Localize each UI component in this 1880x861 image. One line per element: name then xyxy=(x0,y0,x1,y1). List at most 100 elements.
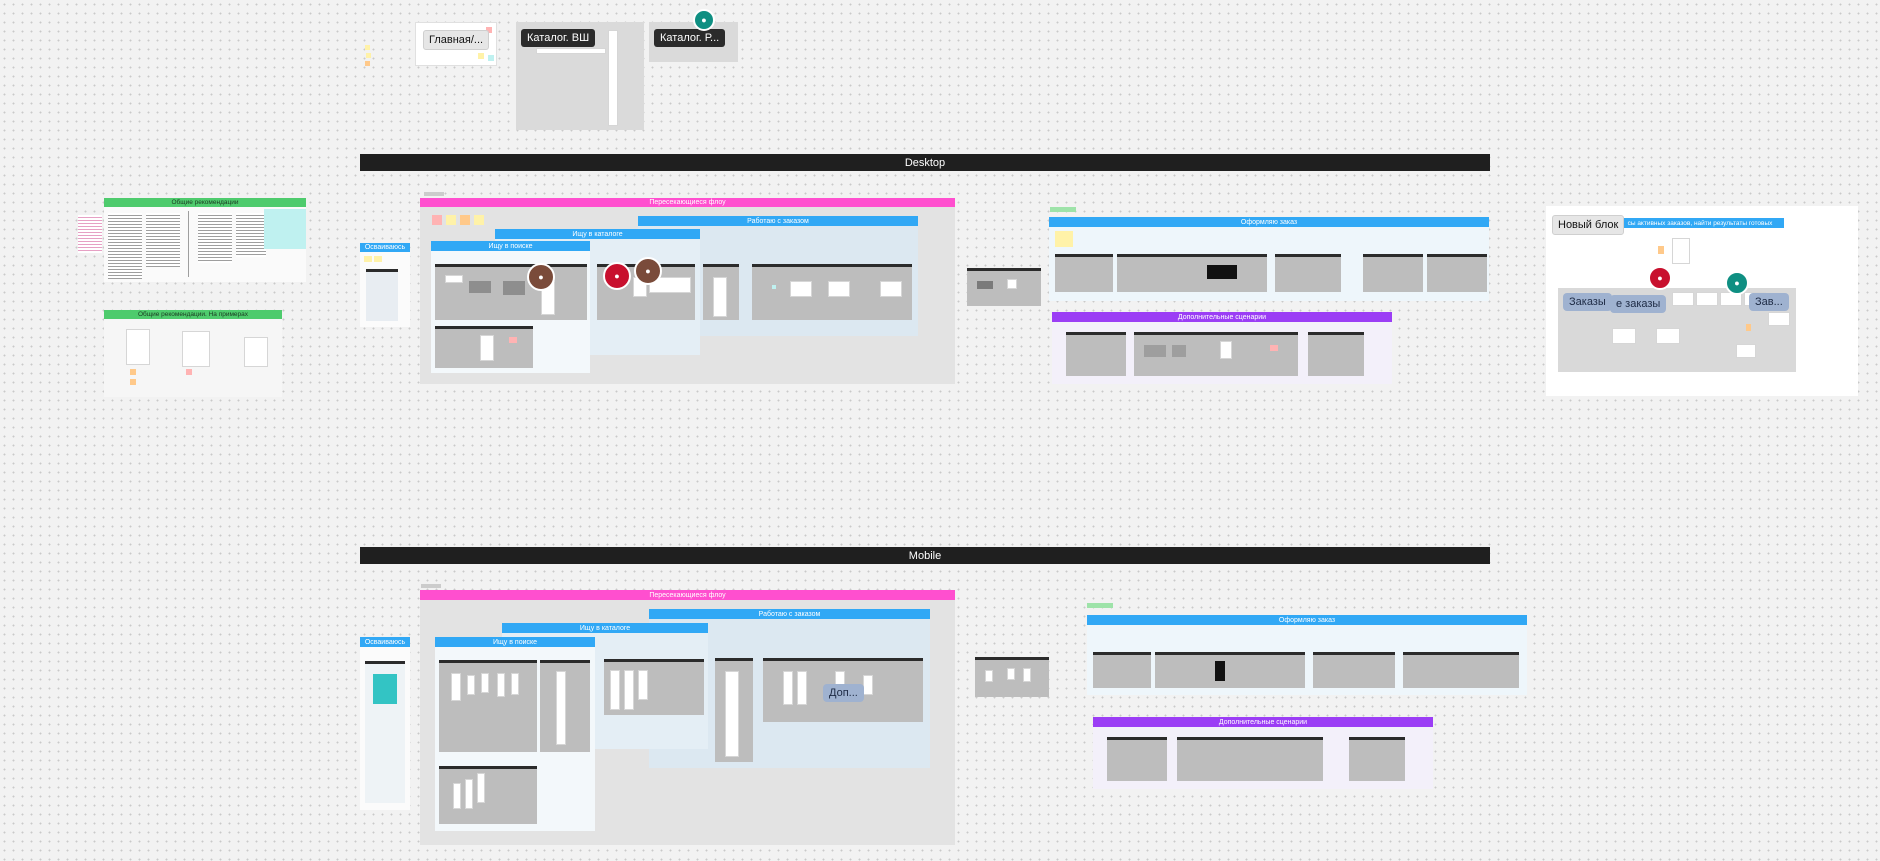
mock-card xyxy=(1656,328,1680,344)
right-block-new-block-label[interactable]: Новый блок xyxy=(1552,215,1625,235)
mock-screen-mobile-transition xyxy=(975,657,1049,697)
mobile-extra-scenarios-panel xyxy=(1093,727,1433,789)
mock-screen-orders-1 xyxy=(703,264,739,320)
mock-screen xyxy=(1427,254,1487,292)
mock-screen xyxy=(1313,652,1395,688)
sticky-note xyxy=(186,369,192,375)
right-block-completed-label[interactable]: Зав... xyxy=(1749,293,1789,311)
sticky-note xyxy=(365,45,370,50)
highlight-note xyxy=(264,209,306,249)
teal-avatar-icon[interactable]: ● xyxy=(693,9,715,31)
top-sticky-stack xyxy=(365,45,373,69)
desktop-section-header: Desktop xyxy=(360,154,1490,171)
group-tag xyxy=(424,192,444,196)
sticky-note xyxy=(1270,345,1278,351)
right-block-orders-label[interactable]: Заказы xyxy=(1563,293,1612,311)
sticky-note xyxy=(478,53,484,59)
mobile-tooltip-label[interactable]: Доп... xyxy=(823,684,864,702)
mock-card xyxy=(1007,279,1017,289)
mock-screen-mobile-search-1 xyxy=(439,660,537,752)
mock-card xyxy=(1007,668,1015,680)
mock-screen xyxy=(1403,652,1519,688)
red-avatar-icon[interactable]: ● xyxy=(1648,266,1672,290)
mock-image xyxy=(373,674,397,704)
mock-card xyxy=(880,281,902,297)
mock-image xyxy=(1144,345,1166,357)
mobile-checkout-panel xyxy=(1087,625,1527,695)
mobile-checkout-header: Оформляю заказ xyxy=(1087,615,1527,625)
recommendations-general-header: Общие рекомендации xyxy=(104,198,306,207)
mock-card xyxy=(453,783,461,809)
sticky-note xyxy=(365,61,370,66)
mock-card xyxy=(511,673,519,695)
mock-card xyxy=(783,671,793,705)
user-avatar-icon[interactable]: ● xyxy=(603,262,631,290)
mock-screen-mobile-catalog-1 xyxy=(604,659,704,715)
doc-thumbnail xyxy=(108,213,142,279)
frame-label-main[interactable]: Главная/... xyxy=(423,30,490,50)
sticky-note xyxy=(1055,231,1073,247)
mock-image xyxy=(1207,265,1237,279)
frame-label-catalog-vsh[interactable]: Каталог. ВШ xyxy=(521,29,596,47)
mock-screen-orders-2 xyxy=(752,264,912,320)
sticky-note xyxy=(374,256,382,262)
sticky-note xyxy=(432,215,442,225)
mock-card xyxy=(1768,312,1790,326)
mock-screen-search-1 xyxy=(435,264,587,320)
mock-phone-screen xyxy=(365,661,405,803)
mock-card xyxy=(497,673,505,697)
user-avatar-icon[interactable]: ● xyxy=(634,257,662,285)
mock-screen-mobile-search-2 xyxy=(540,660,590,752)
mock-card xyxy=(481,673,489,693)
mock-card xyxy=(828,281,850,297)
mock-card xyxy=(649,277,691,293)
mock-image xyxy=(977,281,993,289)
mock-card xyxy=(556,671,566,745)
sticky-note xyxy=(486,27,492,33)
mock-card xyxy=(863,675,873,695)
mock-screen xyxy=(536,48,606,54)
mock-screen-search-2 xyxy=(435,326,533,368)
desktop-getting-used-header: Осваиваюсь xyxy=(360,243,410,252)
recommendations-examples-panel xyxy=(104,319,282,397)
mock-screen xyxy=(366,269,398,321)
mock-screen xyxy=(1363,254,1423,292)
mock-card xyxy=(1220,341,1232,359)
mock-screen xyxy=(1155,652,1305,688)
mock-screen xyxy=(244,337,268,367)
mock-screen xyxy=(1349,737,1405,781)
mock-card xyxy=(1612,328,1636,344)
mobile-crossing-flows-header: Пересекающиеся флоу xyxy=(420,590,955,600)
divider xyxy=(188,211,189,277)
sticky-note xyxy=(460,215,470,225)
mock-card xyxy=(1736,344,1756,358)
mobile-extra-scenarios-header: Дополнительные сценарии xyxy=(1093,717,1433,727)
mock-screen-transition xyxy=(967,268,1041,306)
right-block-header: сы активных заказов, найти результаты го… xyxy=(1616,218,1784,228)
sticky-note xyxy=(1658,246,1664,254)
mock-card xyxy=(725,671,739,757)
mock-card xyxy=(1672,238,1690,264)
sticky-note xyxy=(446,215,456,225)
mock-screen xyxy=(1134,332,1298,376)
mobile-search-catalog-header: Ищу в каталоге xyxy=(502,623,708,633)
user-avatar-icon[interactable]: ● xyxy=(527,263,555,291)
desktop-extra-scenarios-header: Дополнительные сценарии xyxy=(1052,312,1392,322)
desktop-checkout-panel xyxy=(1049,227,1489,301)
mobile-getting-used-header: Осваиваюсь xyxy=(360,637,410,647)
teal-avatar-icon[interactable]: ● xyxy=(1725,271,1749,295)
group-tag xyxy=(1050,207,1076,212)
mock-card xyxy=(638,670,648,700)
mock-image xyxy=(503,281,525,295)
recommendations-general-panel xyxy=(78,207,306,282)
doc-thumbnail xyxy=(78,215,102,253)
mock-card xyxy=(713,277,727,317)
mock-card xyxy=(1023,668,1031,682)
mock-image xyxy=(1215,661,1225,681)
doc-thumbnail xyxy=(146,213,180,267)
frame-label-catalog-r[interactable]: Каталог. Р... xyxy=(654,29,726,47)
right-block-my-orders-label[interactable]: е заказы xyxy=(1610,295,1667,313)
desktop-search-search-header: Ищу в поиске xyxy=(431,241,590,251)
mock-image xyxy=(1172,345,1186,357)
sticky-note xyxy=(1746,324,1751,331)
